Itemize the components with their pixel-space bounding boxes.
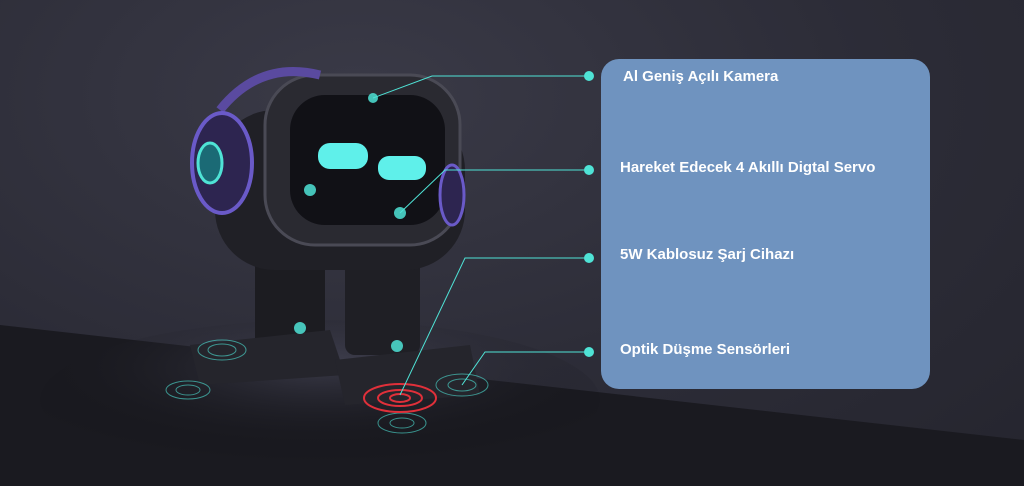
callout-dot [584,165,594,175]
feature-camera: Al Geniş Açılı Kamera [623,68,779,85]
feature-fall-sensors: Optik Düşme Sensörleri [620,341,791,358]
callout-dot [584,71,594,81]
feature-servo: Hareket Edecek 4 Akıllı Digtal Servo [620,159,876,176]
robot-eye-right [378,156,426,180]
robot-eye-left [318,143,368,169]
feature-wireless-charger: 5W Kablosuz Şarj Cihazı [620,246,795,263]
callout-dot [584,347,594,357]
callout-lines [372,75,588,396]
callout-dot [584,253,594,263]
features-panel [601,59,930,389]
